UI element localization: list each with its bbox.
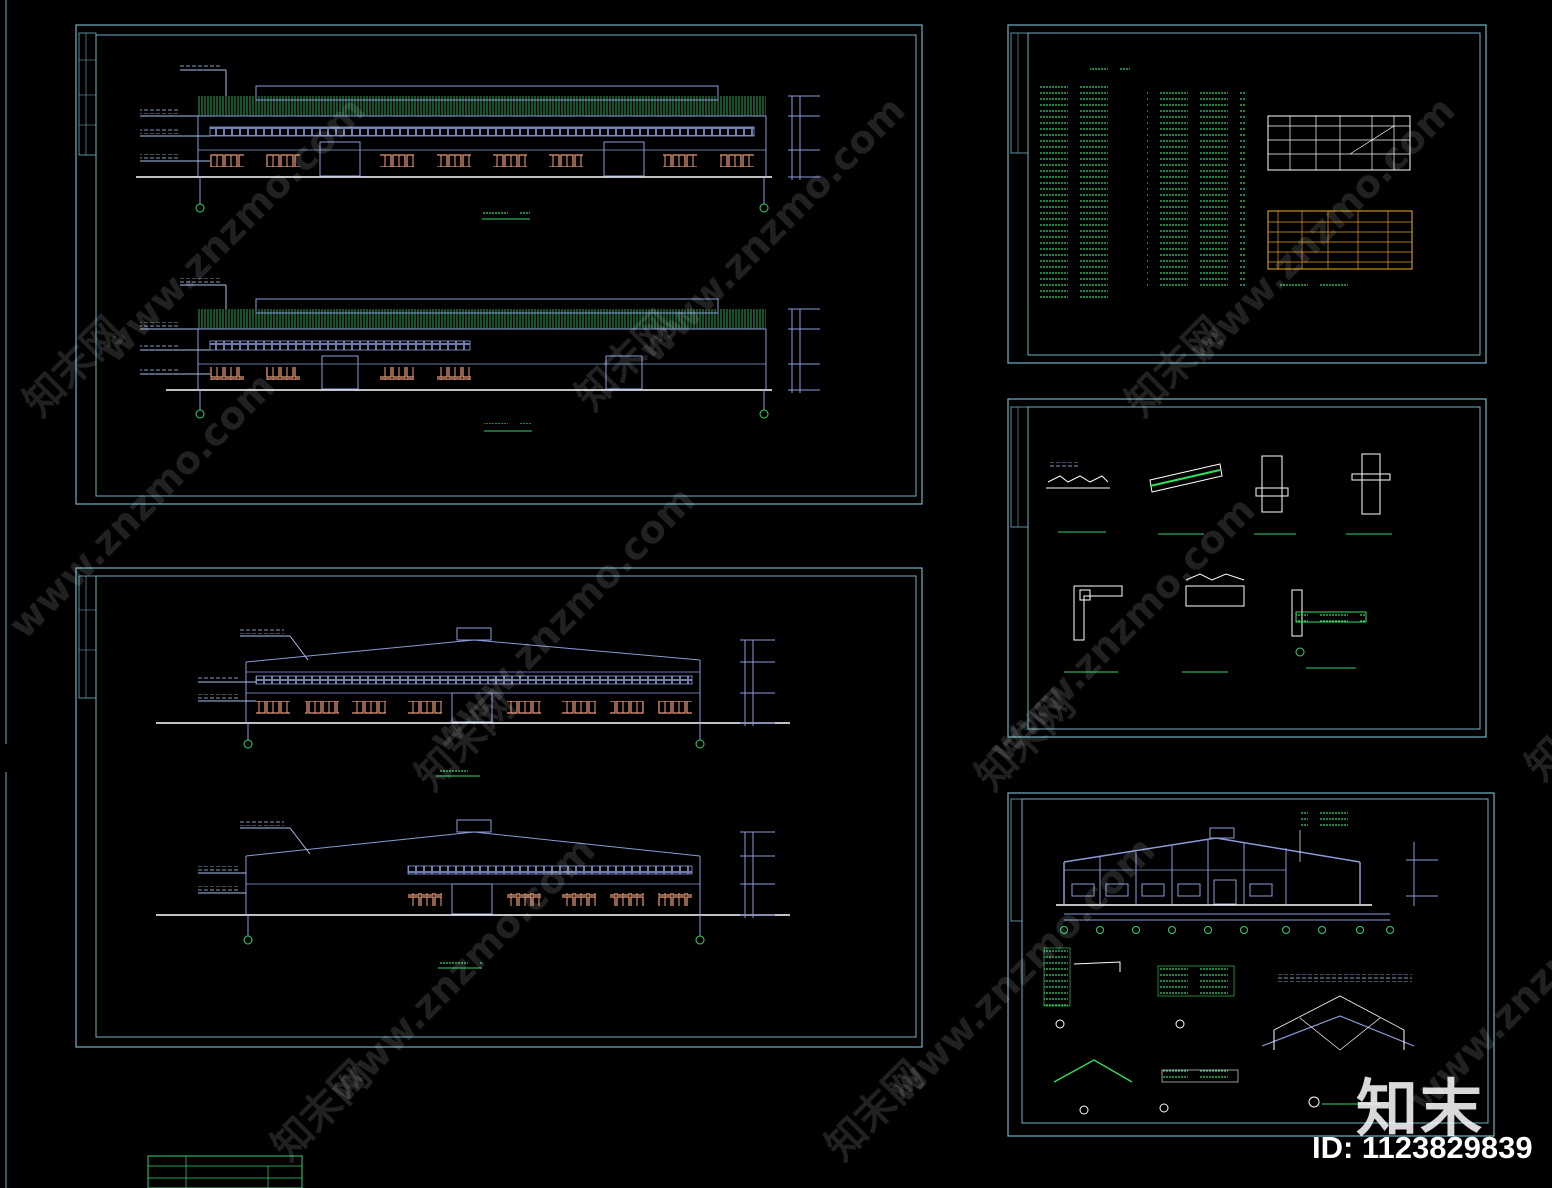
axis-bubble-icon: [1159, 1103, 1169, 1113]
axis-bubble-icon: [759, 203, 769, 213]
detail-corner: [1064, 585, 1123, 673]
detail-eave: [1182, 573, 1245, 673]
axis-bubble-icon: [1132, 926, 1140, 934]
axis-bubble-icon: [759, 409, 769, 419]
sheet-elevations-gable: [75, 567, 923, 1048]
level-dims-gable-b: [740, 831, 775, 918]
axis-bubble-icon: [195, 409, 205, 419]
detail-roof-panel: [1046, 462, 1110, 533]
axis-bubble-icon: [1356, 926, 1364, 934]
notes-text-block: [1040, 66, 1246, 298]
axis-bubble-icon: [1308, 1096, 1320, 1108]
level-dims-a: [788, 95, 820, 180]
axis-bubble-icon: [695, 935, 705, 945]
axis-bubble-icon: [1055, 1019, 1065, 1029]
windows-row-b: [210, 367, 471, 380]
windows-row-gable-a: [256, 701, 692, 714]
frame-axis-bubbles: [1060, 926, 1394, 934]
axis-bubble-icon: [1096, 926, 1104, 934]
windows-row-gable-b: [408, 893, 692, 906]
section-details-green: [1043, 947, 1239, 1115]
axis-bubble-icon: [195, 203, 205, 213]
sheet-design-notes: [1007, 24, 1487, 364]
sheet-node-details: [1007, 398, 1487, 738]
axis-bubble-icon: [1175, 1019, 1185, 1029]
sheet-elevations-long: [75, 24, 923, 505]
elevation-a: [136, 63, 820, 220]
axis-bubble-icon: [1168, 926, 1176, 934]
axis-bubble-icon: [1295, 647, 1305, 657]
axis-bubble-icon: [1282, 926, 1290, 934]
detail-column-base: [1346, 453, 1392, 535]
gable-elevation-b: [156, 819, 790, 969]
portal-frame: [1056, 827, 1390, 921]
axis-bubble-icon: [1318, 926, 1326, 934]
level-dims-b: [788, 308, 820, 393]
axis-bubble-icon: [1204, 926, 1212, 934]
axis-bubble-icon: [1386, 926, 1394, 934]
detail-gutter: [1254, 455, 1296, 535]
frame-truss-detail: [1261, 974, 1415, 1108]
level-dims-gable-a: [740, 639, 775, 726]
notes-table-white: [1267, 115, 1411, 171]
axis-bubble-icon: [243, 739, 253, 749]
windows-row-a: [210, 154, 754, 167]
detail-foundation: [1291, 589, 1367, 669]
detail-ridge: [1149, 463, 1223, 535]
title-block: [147, 1155, 303, 1188]
asset-id-label: ID: 1123829839: [1312, 1130, 1533, 1165]
gable-elevation-a: [156, 627, 790, 777]
brand-logo: 知末: [1356, 1072, 1485, 1145]
callout-labels-b: [140, 278, 227, 375]
axis-bubble-icon: [1060, 926, 1068, 934]
axis-bubble-icon: [1240, 926, 1248, 934]
axis-bubble-icon: [695, 739, 705, 749]
elevation-b: [140, 278, 820, 432]
callout-labels-gable-a: [198, 629, 309, 702]
frame-annotations: [1299, 808, 1438, 906]
sheet-frame-section: [1007, 792, 1495, 1137]
notes-table-orange: [1267, 210, 1413, 286]
axis-bubble-icon: [243, 935, 253, 945]
callout-labels-a: [140, 63, 227, 162]
axis-bubble-icon: [1079, 1105, 1089, 1115]
callout-labels-gable-b: [198, 821, 311, 894]
